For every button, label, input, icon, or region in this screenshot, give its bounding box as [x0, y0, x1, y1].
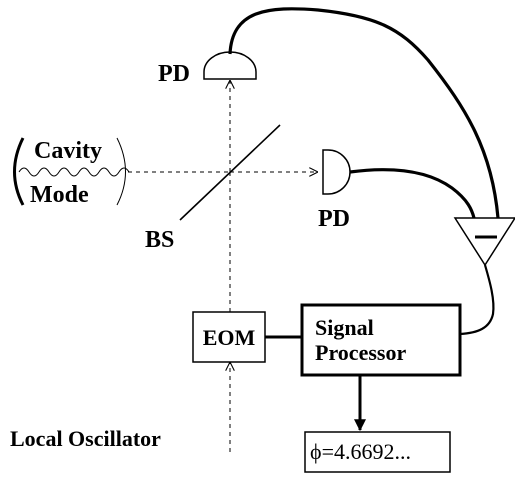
local-oscillator-label: Local Oscillator [10, 426, 161, 451]
cavity-right-bracket [116, 137, 126, 206]
beam-splitter-label: BS [145, 227, 174, 253]
cable-right-pd-to-amplifier [349, 168, 476, 219]
readout-box [304, 431, 451, 473]
cavity-left-bracket [13, 137, 25, 206]
photodiode-right-label: PD [318, 206, 350, 232]
signal-processor-label-line2: Processor [315, 340, 406, 365]
photodiode-right [322, 149, 351, 195]
cable-amplifier-to-signal-processor [459, 264, 495, 336]
eom-box [192, 311, 266, 363]
cavity-mode-wave [18, 167, 130, 177]
cable-top-pd-to-amplifier [228, 7, 500, 219]
cavity-label-line1: Cavity [34, 138, 102, 164]
readout-value: ϕ=4.6692... [310, 439, 411, 464]
signal-processor-label-line1: Signal [315, 315, 374, 340]
cavity-label-line2: Mode [30, 182, 89, 208]
eom-label: EOM [203, 325, 256, 350]
photodiode-top [203, 51, 257, 80]
signal-processor-box [300, 303, 462, 377]
photodiode-top-label: PD [158, 61, 190, 87]
beam-splitter [179, 124, 281, 221]
differential-amplifier [453, 217, 515, 267]
